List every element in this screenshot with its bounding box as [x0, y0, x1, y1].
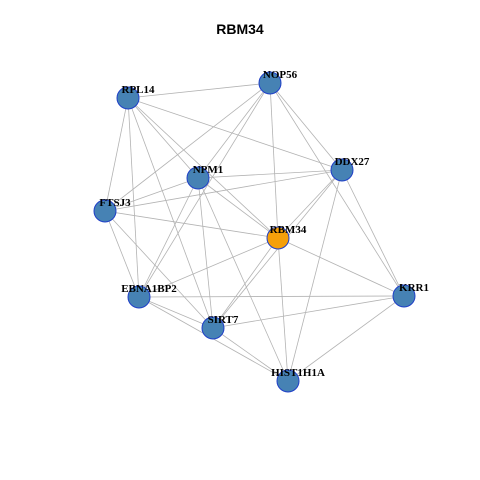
- edge-rpl14-ftsj3: [104, 97, 129, 212]
- node-label-rbm34: RBM34: [270, 224, 307, 236]
- edge-ddx27-rbm34: [277, 169, 343, 239]
- node-label-hist1h1a: HIST1H1A: [271, 367, 325, 379]
- node-rbm34[interactable]: [266, 226, 290, 250]
- node-label-ftsj3: FTSJ3: [99, 197, 131, 209]
- node-label-nop56: NOP56: [263, 69, 298, 81]
- node-label-rpl14: RPL14: [122, 84, 156, 96]
- node-label-ddx27: DDX27: [335, 156, 370, 168]
- edge-rpl14-nop56: [127, 82, 271, 99]
- edge-npm1-hist1h1a: [197, 177, 289, 382]
- edge-nop56-npm1: [197, 82, 271, 179]
- edge-ddx27-krr1: [341, 169, 405, 297]
- node-label-ebna1bp2: EBNA1BP2: [121, 283, 177, 295]
- edge-ddx27-npm1: [197, 169, 343, 179]
- edge-ftsj3-ebna1bp2: [104, 210, 140, 298]
- edge-npm1-ftsj3: [104, 177, 199, 212]
- node-hist1h1a[interactable]: [276, 369, 300, 393]
- node-ebna1bp2[interactable]: [127, 285, 151, 309]
- edge-npm1-ebna1bp2: [138, 177, 199, 298]
- edge-ebna1bp2-sirt7: [138, 296, 214, 329]
- node-npm1[interactable]: [186, 166, 210, 190]
- node-layer: [93, 71, 416, 393]
- edge-rpl14-ddx27: [127, 97, 343, 171]
- edge-nop56-ebna1bp2: [138, 82, 271, 298]
- edge-rbm34-ebna1bp2: [138, 237, 279, 298]
- edge-nop56-ftsj3: [104, 82, 271, 212]
- edge-npm1-sirt7: [197, 177, 214, 329]
- edge-krr1-hist1h1a: [287, 295, 405, 382]
- edge-sirt7-krr1: [212, 295, 405, 329]
- edge-ftsj3-sirt7: [104, 210, 214, 329]
- edge-ebna1bp2-krr1: [138, 295, 405, 298]
- edge-layer: [104, 82, 405, 382]
- graph-title: RBM34: [216, 21, 264, 37]
- node-label-sirt7: SIRT7: [208, 314, 239, 326]
- edge-npm1-rbm34: [197, 177, 279, 239]
- edge-nop56-ddx27: [269, 82, 343, 171]
- edge-ddx27-ftsj3: [104, 169, 343, 212]
- edge-rbm34-hist1h1a: [277, 237, 289, 382]
- node-label-krr1: KRR1: [399, 282, 429, 294]
- node-ftsj3[interactable]: [93, 199, 117, 223]
- node-sirt7[interactable]: [201, 316, 225, 340]
- edge-ftsj3-rbm34: [104, 210, 279, 239]
- node-nop56[interactable]: [258, 71, 282, 95]
- edge-rbm34-sirt7: [212, 237, 279, 329]
- edge-rpl14-sirt7: [127, 97, 214, 329]
- edge-rpl14-ebna1bp2: [127, 97, 140, 298]
- node-krr1[interactable]: [392, 284, 416, 308]
- node-rpl14[interactable]: [116, 86, 140, 110]
- node-label-npm1: NPM1: [193, 164, 224, 176]
- edge-rpl14-npm1: [127, 97, 199, 179]
- edge-ddx27-hist1h1a: [287, 169, 343, 382]
- node-ddx27[interactable]: [330, 158, 354, 182]
- edge-nop56-rbm34: [269, 82, 279, 239]
- edge-sirt7-hist1h1a: [212, 327, 289, 382]
- edge-rbm34-krr1: [277, 237, 405, 297]
